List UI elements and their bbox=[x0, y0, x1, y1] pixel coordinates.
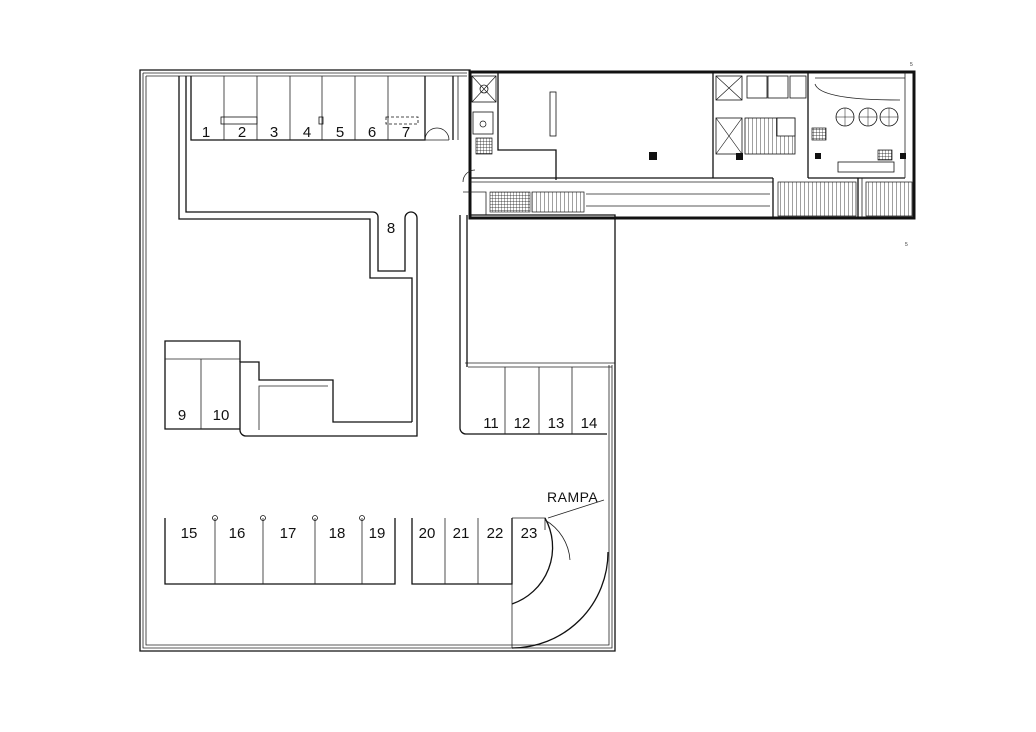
space-label-2: 2 bbox=[238, 124, 246, 141]
building-block bbox=[462, 70, 916, 220]
parking-row-bottom bbox=[164, 515, 546, 585]
space-label-19: 19 bbox=[369, 525, 386, 542]
space-labels: 1 2 3 4 5 6 7 8 9 10 11 12 13 14 15 16 1… bbox=[178, 62, 913, 542]
space-label-17: 17 bbox=[280, 525, 297, 542]
space-label-23: 23 bbox=[521, 525, 538, 542]
space-label-7: 7 bbox=[402, 124, 410, 141]
space-label-9: 9 bbox=[178, 407, 186, 424]
space-label-21: 21 bbox=[453, 525, 470, 542]
space-label-15: 15 bbox=[181, 525, 198, 542]
parking-row-top bbox=[190, 76, 459, 141]
space-label-11: 11 bbox=[483, 415, 499, 432]
section-mark-bottom: 5 bbox=[905, 242, 908, 248]
space-label-20: 20 bbox=[419, 525, 436, 542]
parking-row-right bbox=[459, 215, 607, 435]
space-label-14: 14 bbox=[581, 415, 598, 432]
space-label-13: 13 bbox=[548, 415, 565, 432]
space-label-6: 6 bbox=[368, 124, 376, 141]
space-label-3: 3 bbox=[270, 124, 278, 141]
parking-outer-wall bbox=[139, 69, 616, 652]
space-label-4: 4 bbox=[303, 124, 311, 141]
section-mark-top: 5 bbox=[910, 62, 913, 68]
ramp-label: RAMPA bbox=[547, 489, 598, 505]
space-label-1: 1 bbox=[202, 124, 210, 141]
central-island-wall bbox=[164, 76, 418, 437]
space-label-10: 10 bbox=[213, 407, 230, 424]
space-label-16: 16 bbox=[229, 525, 246, 542]
space-label-8: 8 bbox=[387, 220, 395, 237]
space-label-22: 22 bbox=[487, 525, 504, 542]
ramp bbox=[511, 499, 609, 649]
space-label-5: 5 bbox=[336, 124, 344, 141]
space-label-12: 12 bbox=[514, 415, 531, 432]
space-label-18: 18 bbox=[329, 525, 346, 542]
